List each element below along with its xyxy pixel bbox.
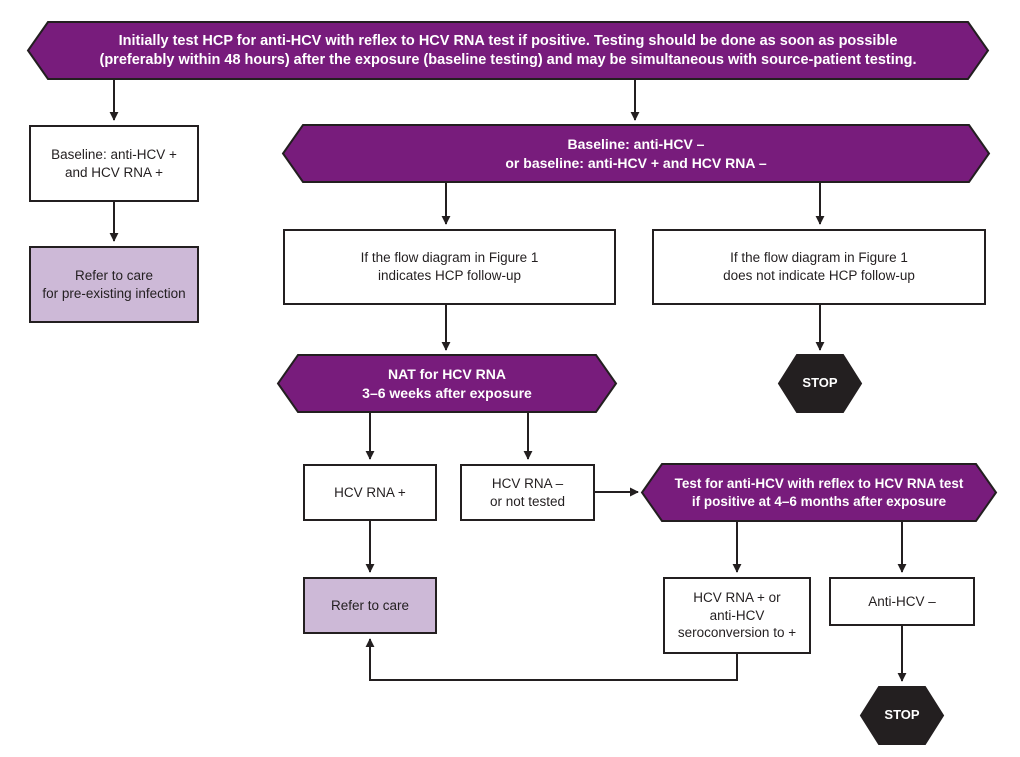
stop-hexagon-icon: [859, 686, 945, 745]
antihcv-test-decision: Test for anti-HCV with reflex to HCV RNA…: [640, 463, 998, 522]
hexagon-shape: [26, 21, 990, 80]
nat-test-decision: NAT for HCV RNA 3–6 weeks after exposure: [276, 354, 618, 413]
rna-negative-text: HCV RNA – or not tested: [489, 475, 566, 509]
arrow-seroconversion-to-refer: [365, 638, 738, 681]
followup-indicated-text: If the flow diagram in Figure 1 indicate…: [360, 250, 539, 283]
rna-positive-box: HCV RNA +: [303, 464, 437, 521]
seroconversion-text: HCV RNA + or anti-HCV seroconversion to …: [677, 590, 797, 641]
antihcv-negative-box: Anti-HCV –: [829, 577, 975, 626]
initial-test-text: Initially test HCP for anti-HCV with ref…: [99, 32, 917, 68]
rna-positive-text: HCV RNA +: [334, 484, 406, 500]
followup-not-indicated-box: If the flow diagram in Figure 1 does not…: [652, 229, 986, 305]
hexagon-shape: [281, 124, 991, 183]
stop-1-text: STOP: [802, 375, 838, 391]
hexagon-shape: [640, 463, 998, 522]
antihcv-negative-text: Anti-HCV –: [868, 593, 936, 609]
seroconversion-box: HCV RNA + or anti-HCV seroconversion to …: [663, 577, 811, 654]
refer-care-box: Refer to care: [303, 577, 437, 634]
stop-hexagon-icon: [777, 354, 863, 413]
baseline-positive-box: Baseline: anti-HCV + and HCV RNA +: [29, 125, 199, 202]
stop-sign-1: STOP: [777, 354, 863, 413]
hexagon-shape: [276, 354, 618, 413]
baseline-positive-text: Baseline: anti-HCV + and HCV RNA +: [51, 146, 177, 180]
stop-2-text: STOP: [884, 707, 920, 723]
baseline-negative-decision: Baseline: anti-HCV – or baseline: anti-H…: [281, 124, 991, 183]
stop-sign-2: STOP: [859, 686, 945, 745]
refer-preexisting-box: Refer to care for pre-existing infection: [29, 246, 199, 323]
antihcv-test-text: Test for anti-HCV with reflex to HCV RNA…: [674, 475, 964, 509]
rna-negative-box: HCV RNA – or not tested: [460, 464, 595, 521]
refer-preexisting-text: Refer to care for pre-existing infection: [42, 267, 186, 301]
baseline-negative-text: Baseline: anti-HCV – or baseline: anti-H…: [505, 136, 767, 171]
nat-test-text: NAT for HCV RNA 3–6 weeks after exposure: [362, 366, 532, 401]
followup-indicated-box: If the flow diagram in Figure 1 indicate…: [283, 229, 616, 305]
initial-test-decision: Initially test HCP for anti-HCV with ref…: [26, 21, 990, 80]
refer-care-text: Refer to care: [330, 597, 410, 613]
followup-not-indicated-text: If the flow diagram in Figure 1 does not…: [723, 250, 915, 283]
